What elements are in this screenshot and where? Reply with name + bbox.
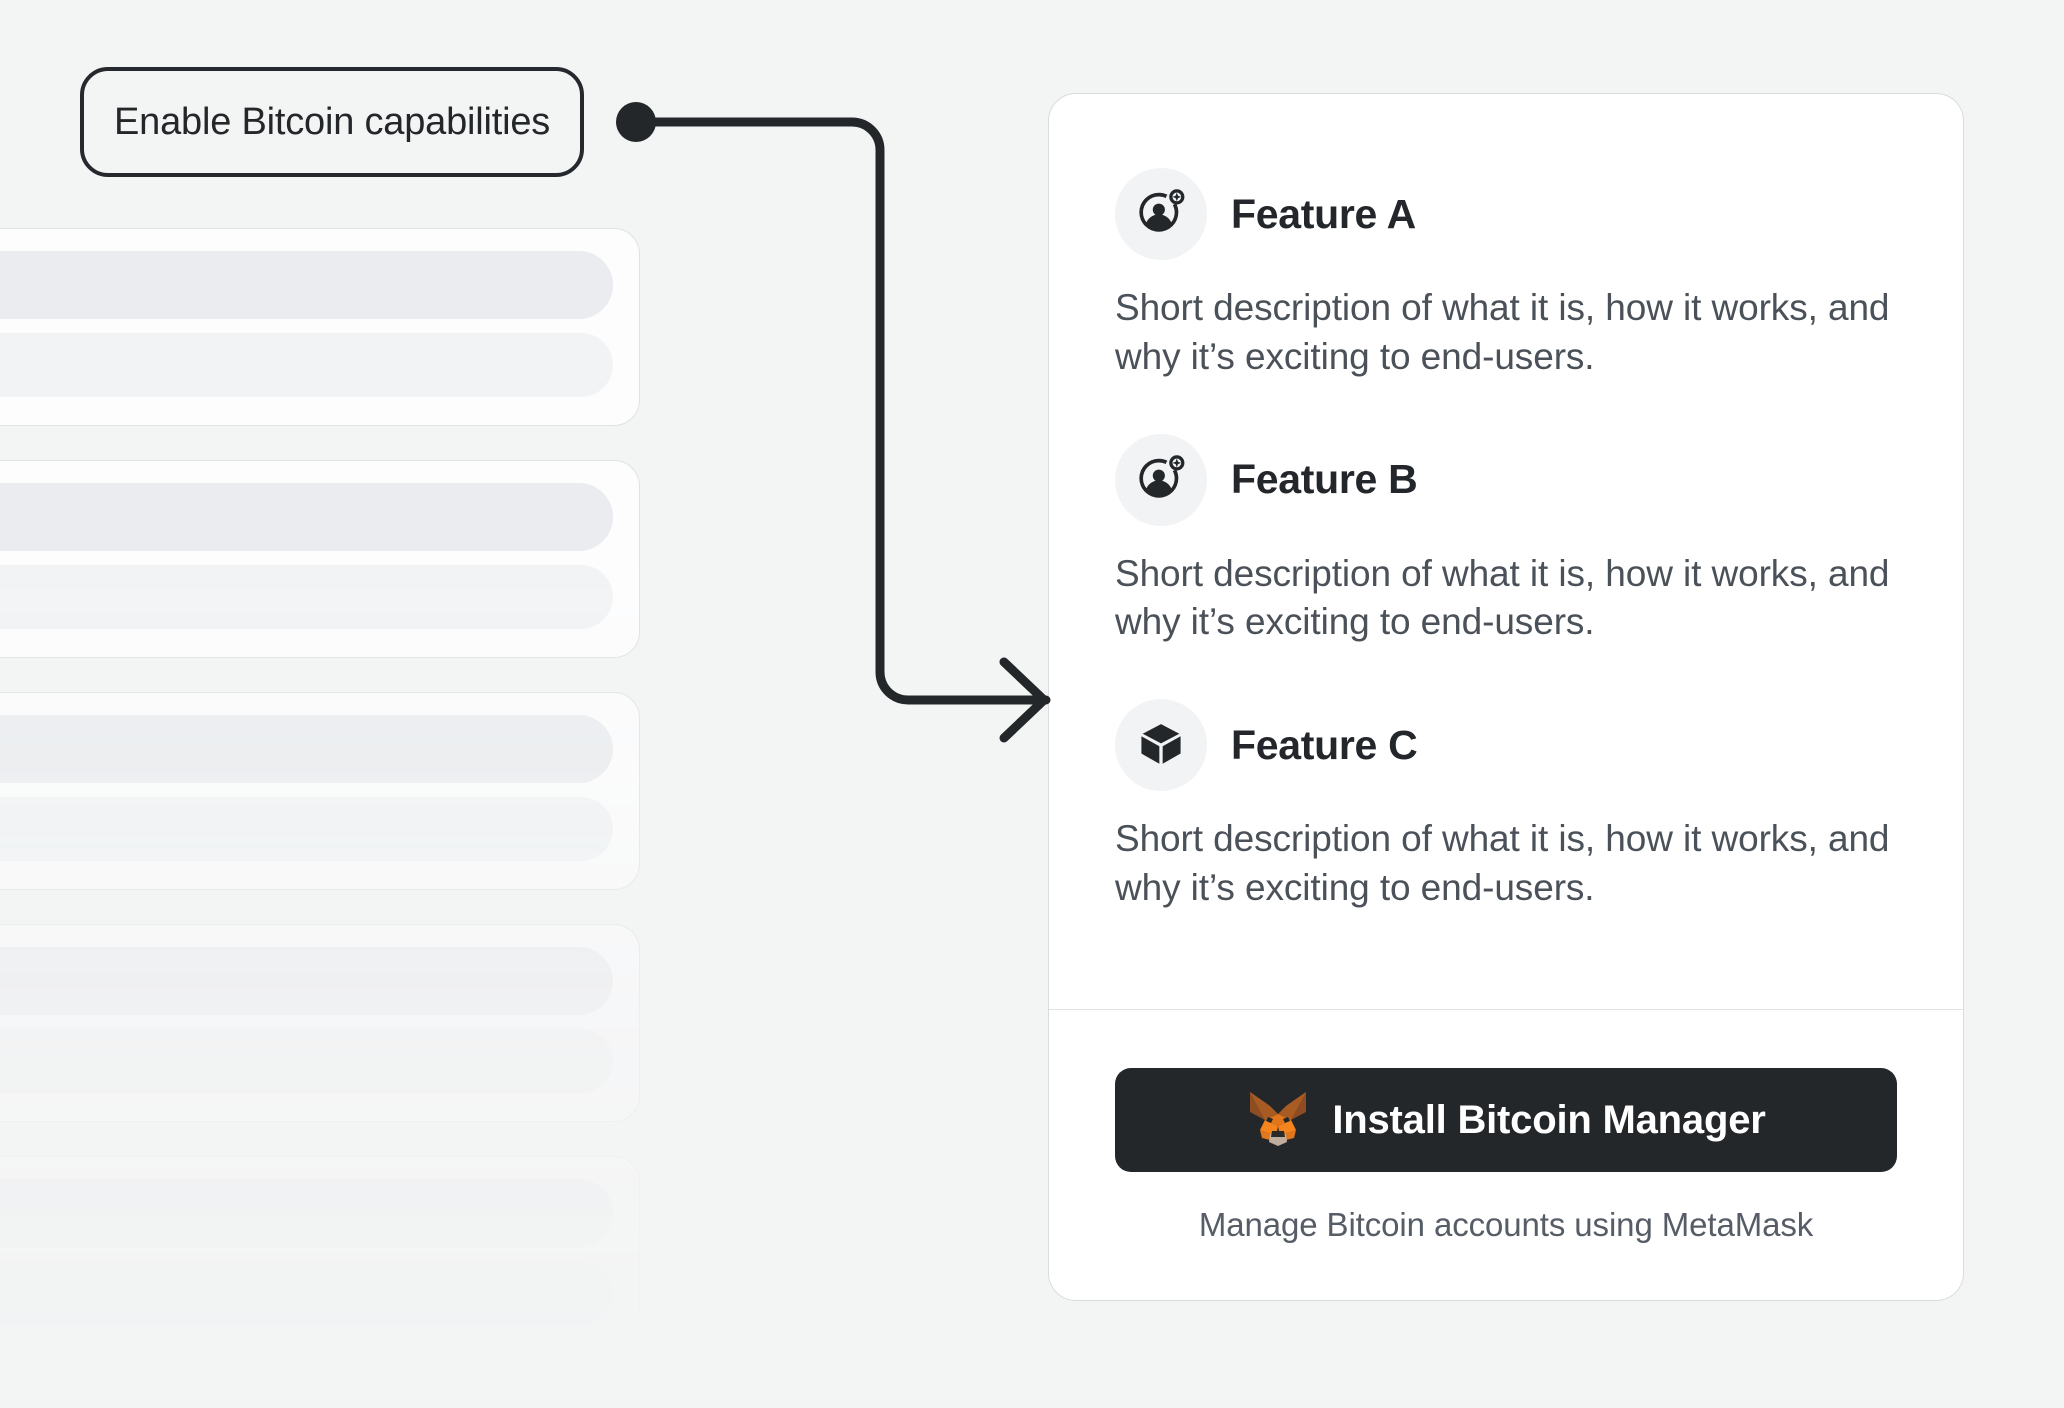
feature-header: Feature A <box>1115 168 1897 260</box>
skeleton-bar <box>0 333 613 397</box>
skeleton-card <box>0 228 640 426</box>
feature-header: Feature B <box>1115 433 1897 526</box>
feature-list: Feature A Short description of what it i… <box>1049 94 1963 947</box>
add-account-icon <box>1115 168 1207 260</box>
feature-description: Short description of what it is, how it … <box>1115 552 1890 643</box>
skeleton-bar <box>0 1179 613 1247</box>
feature-header: Feature C <box>1115 699 1897 792</box>
skeleton-bar <box>0 1029 613 1093</box>
feature-description: Short description of what it is, how it … <box>1115 287 1890 377</box>
skeleton-bar <box>0 947 613 1015</box>
skeleton-card <box>0 924 640 1122</box>
feature-title: Feature B <box>1231 456 1418 503</box>
bitcoin-capabilities-panel: Feature A Short description of what it i… <box>1048 93 1964 1301</box>
install-bitcoin-manager-button[interactable]: Install Bitcoin Manager <box>1115 1068 1897 1172</box>
connector-dot-icon <box>616 102 656 142</box>
skeleton-bar <box>0 565 613 629</box>
skeleton-card <box>0 460 640 658</box>
feature-title: Feature A <box>1231 190 1416 237</box>
install-button-label: Install Bitcoin Manager <box>1332 1097 1766 1142</box>
feature-item: Feature B Short description of what it i… <box>1115 433 1897 648</box>
skeleton-bar <box>0 1261 613 1325</box>
metamask-fox-icon <box>1246 1090 1310 1150</box>
feature-description: Short description of what it is, how it … <box>1115 818 1890 909</box>
cube-icon <box>1115 699 1207 792</box>
feature-item: Feature C Short description of what it i… <box>1115 699 1897 913</box>
panel-divider <box>1049 1009 1963 1010</box>
feature-title: Feature C <box>1231 721 1418 768</box>
skeleton-bar <box>0 715 613 783</box>
skeleton-card <box>0 692 640 890</box>
footer-caption: Manage Bitcoin accounts using MetaMask <box>1198 1206 1814 1243</box>
skeleton-card-list <box>0 228 640 1408</box>
callout-enable-bitcoin-capabilities: Enable Bitcoin capabilities <box>80 67 585 177</box>
skeleton-bar <box>0 797 613 861</box>
feature-item: Feature A Short description of what it i… <box>1115 168 1897 382</box>
panel-footer: Install Bitcoin Manager Manage Bitcoin a… <box>1049 1010 1963 1300</box>
skeleton-card <box>0 1388 640 1408</box>
skeleton-bar <box>0 483 613 551</box>
skeleton-bar <box>0 251 613 319</box>
skeleton-card <box>0 1156 640 1354</box>
callout-label: Enable Bitcoin capabilities <box>114 100 551 143</box>
add-account-icon <box>1115 433 1207 526</box>
